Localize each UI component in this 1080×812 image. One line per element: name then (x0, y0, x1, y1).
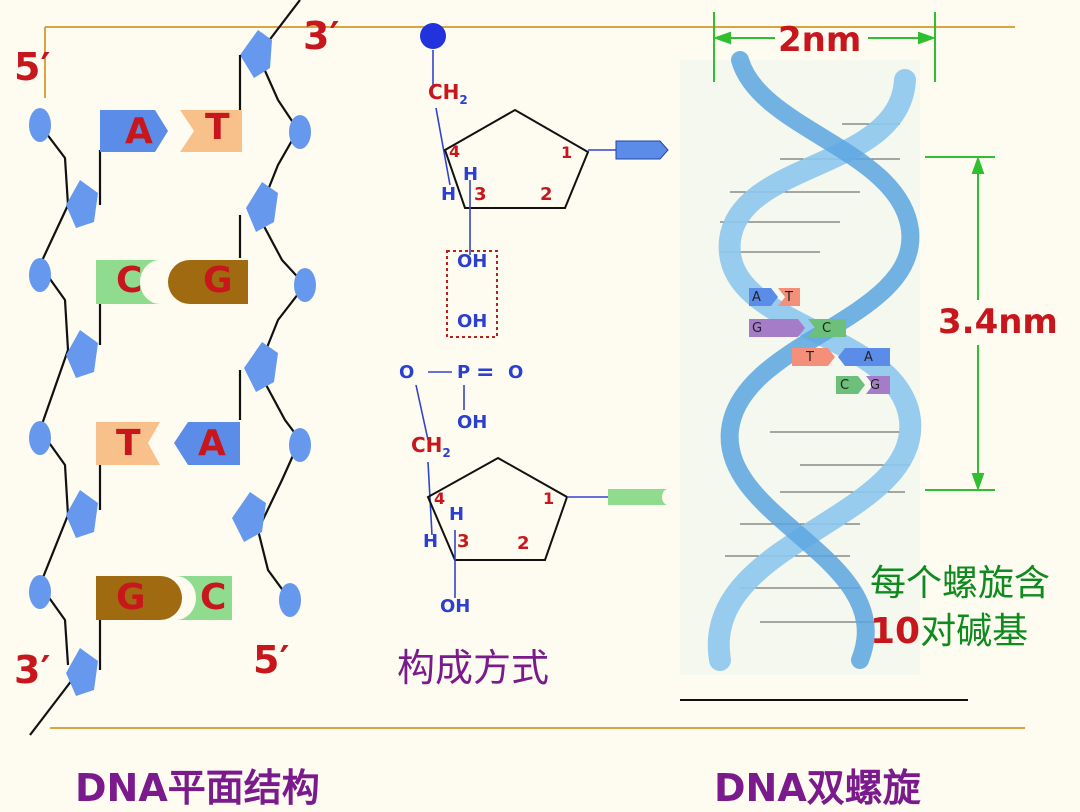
base-pair-2 (96, 260, 248, 304)
helix-base-G: G (752, 321, 763, 336)
strand-end-label-5prime-bottom: 5′ (253, 638, 290, 682)
hydrogen-label-top-b: H (441, 184, 457, 205)
base-T-shape (180, 110, 242, 152)
base-T-shape (96, 422, 160, 465)
base-label-A: A (125, 111, 153, 152)
base-C-shape (96, 260, 160, 304)
pitch-measure (925, 156, 995, 491)
helix-note-line2: 10对碱基 (870, 611, 1029, 652)
carbon-2-label-top: 2 (540, 184, 553, 205)
width-measure (713, 12, 936, 82)
ch2-label-bottom: CH2 (411, 433, 451, 460)
right-strand (256, 0, 307, 601)
strand-end-label-3prime-bottom: 3′ (14, 648, 51, 692)
hydrogen-label-top-a: H (463, 164, 479, 185)
caption-composition: 构成方式 (397, 646, 550, 690)
hydroxyl-label-top: OH (457, 251, 488, 272)
base-pair-3 (96, 422, 240, 465)
double-helix (680, 12, 995, 701)
dehydration-box (446, 250, 498, 338)
carbon-1-label-bottom: 1 (543, 489, 555, 508)
base-pair-4 (96, 576, 232, 620)
helix-bases (749, 288, 890, 394)
helix-strand-2 (720, 51, 920, 669)
helix-base-T: T (785, 290, 793, 305)
carbon-2-label-bottom: 2 (517, 533, 530, 554)
helix-base-C: C (840, 378, 850, 393)
carbon-1-label-top: 1 (561, 143, 573, 162)
helix-base-G: G (870, 378, 881, 393)
base-A-shape (100, 110, 168, 152)
base-label-C: C (116, 260, 143, 301)
strand-end-label-3prime-top: 3′ (303, 14, 340, 58)
top-base-stub (615, 140, 669, 160)
phosphorus-label: P (457, 362, 471, 383)
nucleotide-composition (415, 23, 669, 598)
phosphate-oxygen-left: O (399, 362, 415, 383)
strand-end-label-5prime-top: 5′ (14, 45, 51, 89)
helix-base-A: A (752, 290, 761, 305)
hydroxyl-label-bottom: OH (440, 596, 471, 617)
base-A-shape (174, 422, 240, 465)
base-G-shape (96, 576, 182, 620)
carbon-4-label-bottom: 4 (434, 489, 446, 508)
base-C-shape (176, 576, 232, 620)
helix-base-T: T (806, 350, 814, 365)
carbon-4-label-top: 4 (449, 142, 461, 161)
helix-base-C: C (822, 321, 832, 336)
right-strand-sugars (232, 30, 316, 617)
base-label-T: T (205, 107, 230, 148)
caption-dna-plane: DNA平面结构 (75, 766, 320, 810)
base-label-G: G (116, 577, 146, 618)
top-sugar-ring (443, 108, 590, 209)
bottom-sugar-ring (426, 456, 569, 561)
base-pair-1 (100, 110, 242, 152)
base-label-C: C (200, 577, 227, 618)
helix-pitch-label: 3.4nm (938, 302, 1058, 342)
carbon-3-label-top: 3 (474, 184, 487, 205)
base-label-A: A (198, 423, 226, 464)
bottom-base-stub (608, 489, 668, 505)
helix-base-A: A (864, 350, 873, 365)
phosphate-hydroxyl-top: OH (457, 311, 488, 332)
left-strand-sugars (29, 108, 98, 696)
hydrogen-label-bottom-a: H (449, 504, 465, 525)
dna-plane-structure (29, 0, 316, 736)
caption-double-helix: DNA双螺旋 (714, 766, 921, 810)
carbon-3-label-bottom: 3 (457, 531, 470, 552)
ch2-label-top: CH2 (428, 80, 468, 107)
phosphate-hydroxyl-bottom: OH (457, 412, 488, 433)
double-bond-label: = (476, 360, 495, 385)
base-G-shape (168, 260, 248, 304)
phosphate-oxygen-right: O (508, 362, 524, 383)
base-label-T: T (116, 423, 141, 464)
phosphate-dot (420, 23, 446, 49)
helix-note-line1: 每个螺旋含 (870, 563, 1051, 604)
helix-width-label: 2nm (778, 20, 862, 60)
hydrogen-label-bottom-b: H (423, 531, 439, 552)
base-label-G: G (203, 260, 233, 301)
